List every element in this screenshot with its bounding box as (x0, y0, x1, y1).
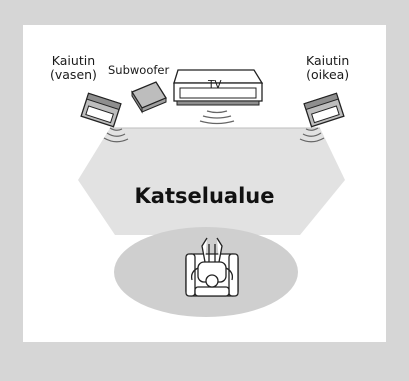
left-speaker-label: Kaiutin (vasen) (50, 53, 97, 83)
viewer-in-armchair-icon (185, 237, 239, 297)
right-speaker-label-line2: (oikea) (306, 67, 350, 83)
subwoofer (131, 81, 167, 114)
viewing-area-title: Katselualue (134, 184, 275, 208)
tv-sound-waves (199, 110, 235, 125)
right-speaker (303, 92, 345, 128)
tv-set (173, 69, 264, 106)
subwoofer-label: Subwoofer (108, 63, 170, 77)
right-speaker-sound-waves (299, 127, 325, 143)
tv-label: TV (208, 79, 222, 91)
left-speaker-label-line2: (vasen) (50, 67, 97, 83)
left-speaker (80, 92, 122, 128)
right-speaker-label-line1: Kaiutin (306, 53, 350, 68)
right-speaker-label: Kaiutin (oikea) (306, 53, 350, 83)
viewing-cone (78, 128, 345, 235)
left-speaker-sound-waves (103, 127, 129, 143)
left-speaker-label-line1: Kaiutin (51, 53, 96, 68)
